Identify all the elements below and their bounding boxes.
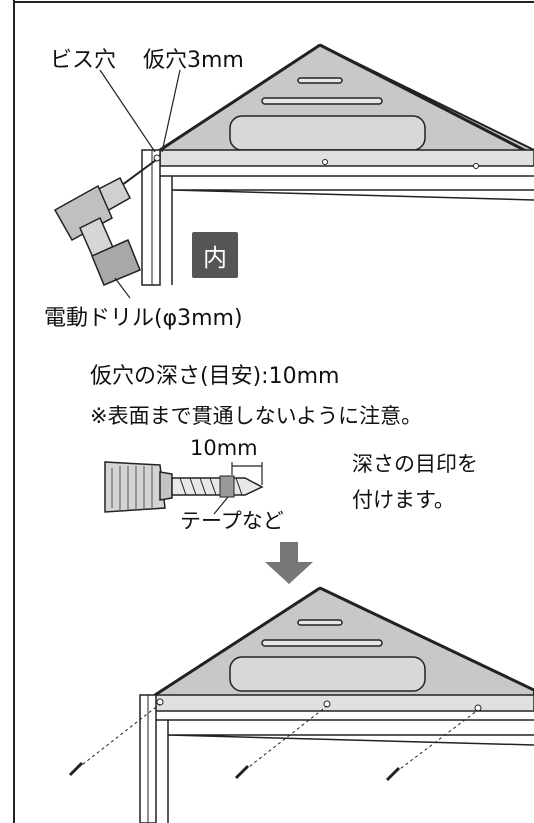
drill-chuck — [104, 461, 166, 513]
drill-label: 電動ドリル(φ3mm) — [44, 306, 243, 331]
screw-hole-label: ビス穴 — [50, 48, 117, 73]
bottom-vent-window — [229, 656, 426, 692]
bit-length-label: 10mm — [190, 436, 258, 460]
drill-bit-illustration — [104, 461, 264, 515]
warning-text: ※表面まで貫通しないように注意。 — [90, 404, 423, 428]
top-corner-post — [141, 149, 161, 286]
tape-marker — [219, 475, 235, 498]
inside-badge: 内 — [192, 232, 238, 278]
mark-note-line2: 付けます。 — [352, 488, 455, 512]
mark-note-line1: 深さの目印を — [352, 452, 478, 476]
screw-icon — [385, 709, 479, 782]
tape-label: テープなど — [180, 509, 284, 533]
next-step-arrow — [265, 542, 313, 584]
outer-border — [13, 0, 534, 823]
bottom-shed — [68, 586, 534, 823]
depth-guide-text: 仮穴の深さ(目安):10mm — [90, 364, 340, 389]
top-vent-slot-2 — [261, 97, 383, 105]
pilot-hole-label: 仮穴3mm — [143, 48, 244, 73]
bottom-vent-slot-2 — [261, 639, 383, 647]
screw-icon — [234, 705, 328, 780]
bottom-vent-slot-1 — [297, 619, 343, 626]
screw-icon — [68, 703, 161, 777]
top-shed — [53, 43, 534, 299]
top-vent-slot-1 — [297, 77, 343, 84]
power-drill-icon — [53, 159, 157, 299]
top-vent-window — [229, 115, 426, 151]
top-beam — [159, 149, 534, 167]
